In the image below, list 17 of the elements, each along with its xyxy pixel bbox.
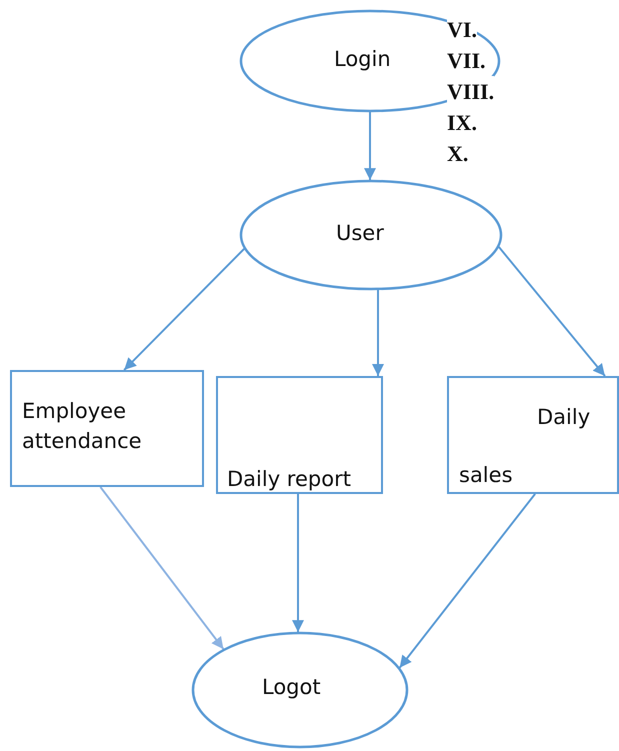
arrow — [364, 112, 376, 180]
process-box — [10, 370, 204, 487]
arrow — [292, 494, 304, 632]
node-label: Daily — [537, 404, 590, 431]
node-label: Login — [334, 46, 391, 73]
node-label: Employee attendance — [22, 398, 143, 455]
node-label: Daily report — [227, 466, 351, 493]
arrow — [123, 248, 245, 371]
arrow — [100, 486, 224, 650]
node-label: User — [336, 220, 384, 247]
arrow — [498, 246, 606, 377]
process-box — [447, 376, 619, 494]
process-box — [216, 376, 383, 494]
node-label: Logot — [262, 674, 321, 701]
arrow — [398, 493, 536, 668]
node-label: sales — [459, 462, 513, 489]
arrow — [372, 290, 384, 376]
